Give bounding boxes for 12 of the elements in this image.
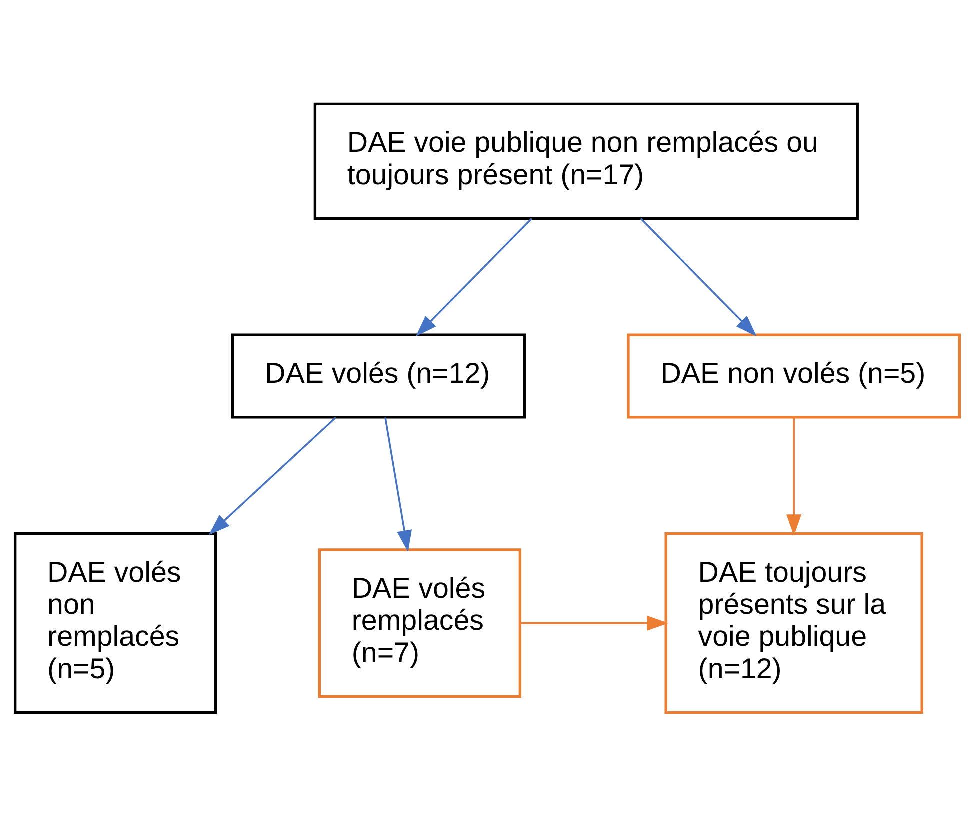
node-box: DAE toujours présents sur la voie publique (n=12) <box>664 532 924 714</box>
arrow <box>640 218 757 336</box>
arrow <box>208 416 336 535</box>
node-box: DAE volés non remplacés (n=5) <box>14 532 218 714</box>
arrow <box>786 417 802 536</box>
node-box: DAE volés remplacés (n=7) <box>318 548 522 698</box>
arrow <box>520 615 669 630</box>
node-box: DAE voie publique non remplacés ou toujours présent (n=17) <box>314 102 859 220</box>
node-box: DAE non volés (n=5) <box>627 333 962 418</box>
node-box: DAE volés (n=12) <box>232 333 526 418</box>
arrow <box>416 218 532 336</box>
arrow <box>384 417 412 552</box>
